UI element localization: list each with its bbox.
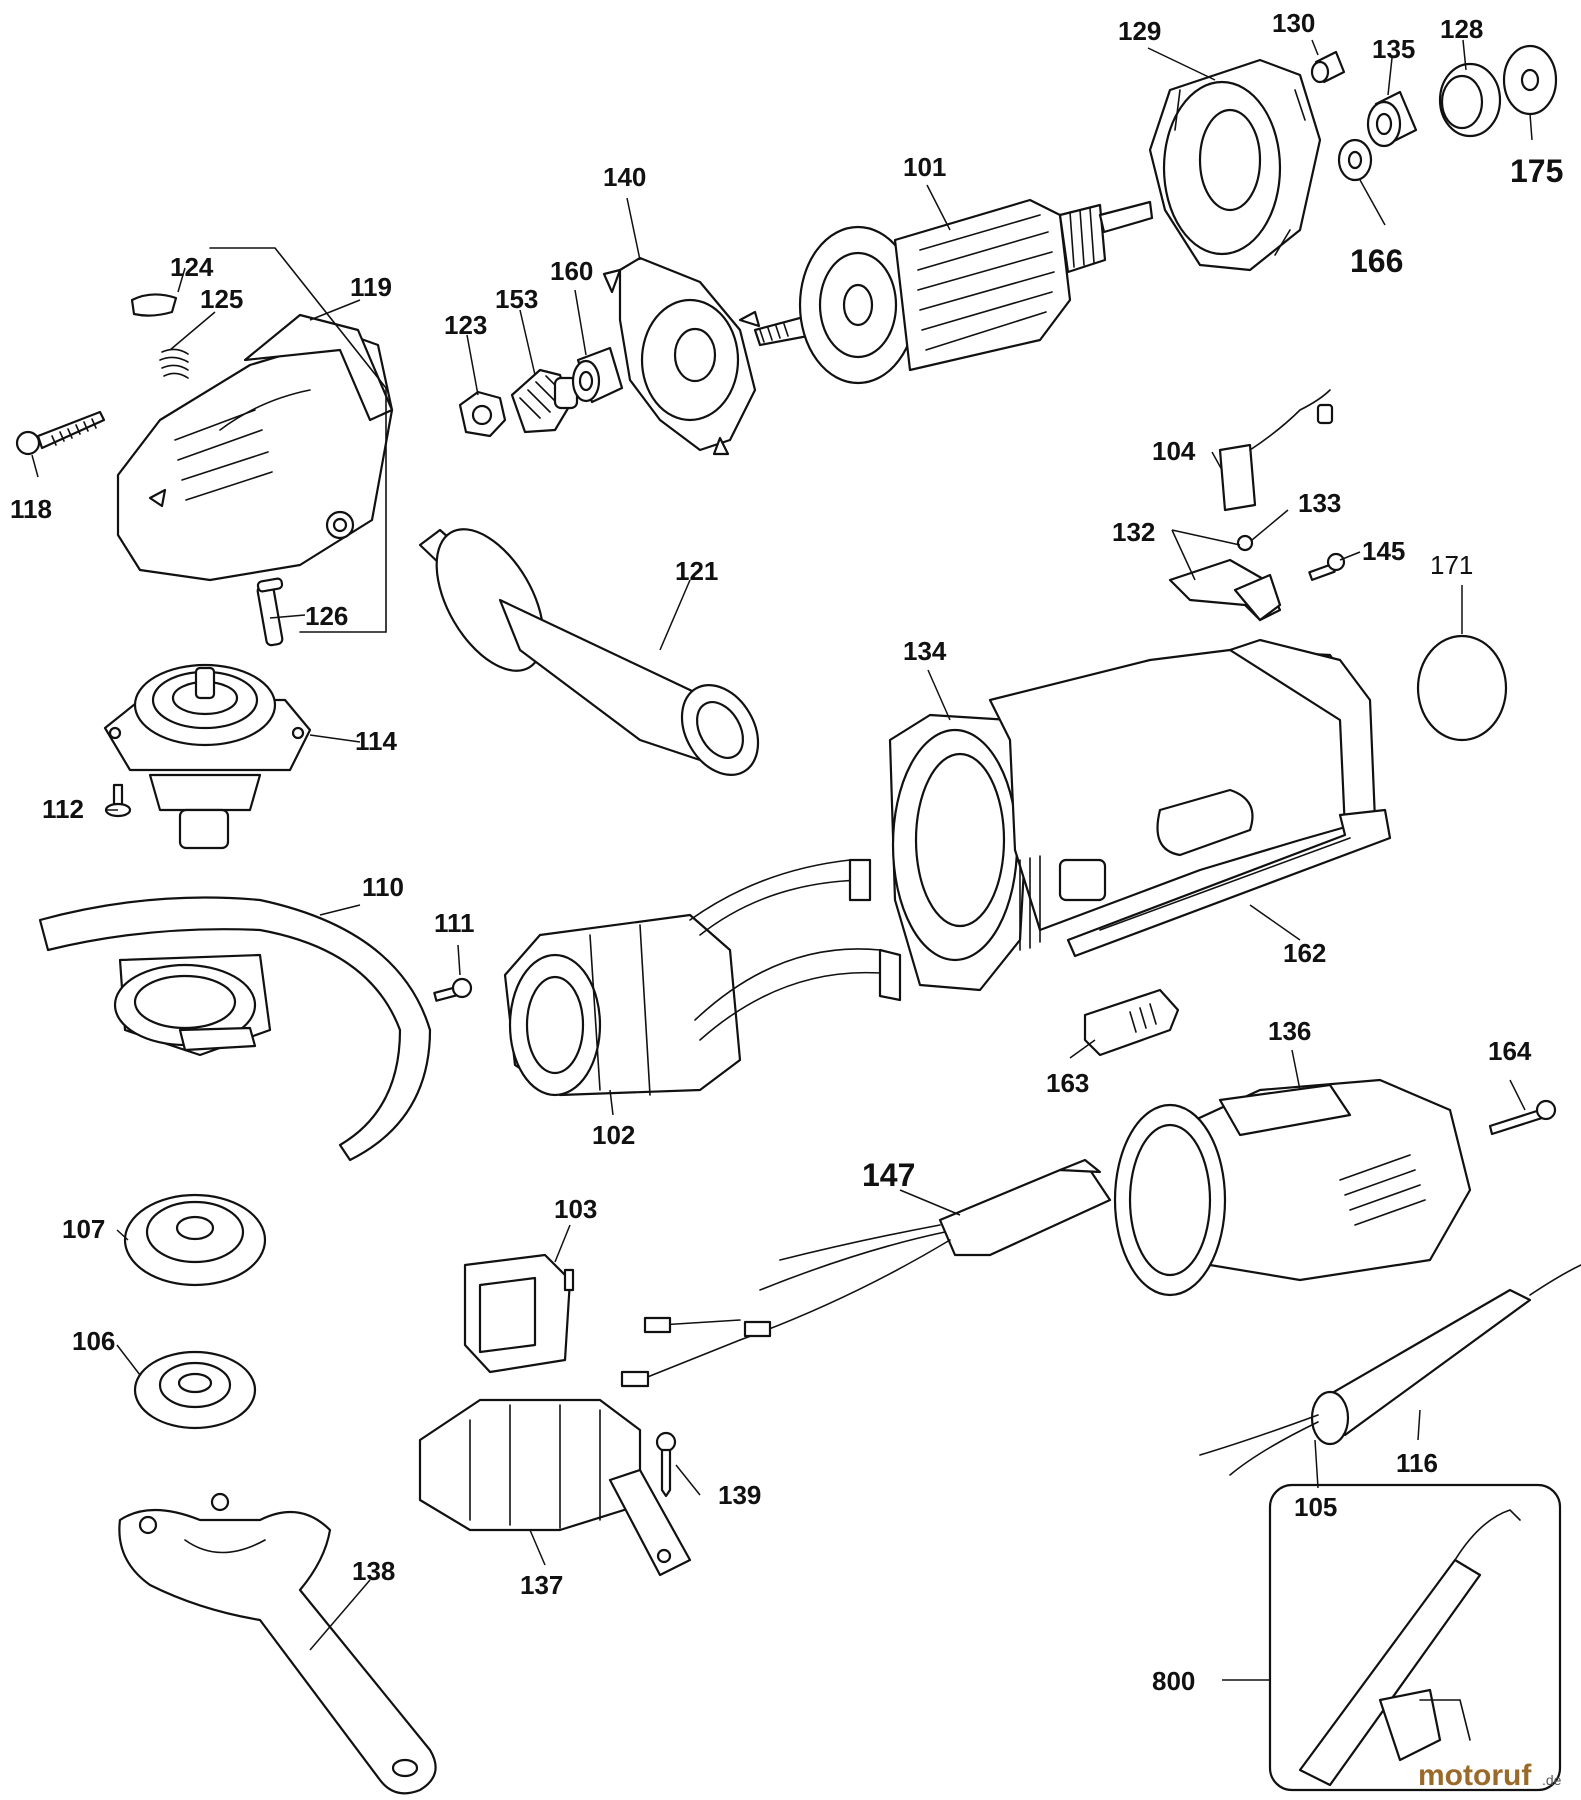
part-800-kit (1268, 1483, 1562, 1792)
part-110-wheel-guard (38, 896, 432, 1162)
part-105-cord-wires (1199, 1414, 1319, 1476)
label-132: 132 (1112, 517, 1155, 547)
part-104-carbon-brush (1218, 389, 1334, 512)
label-104: 104 (1152, 436, 1196, 466)
part-112-screw (104, 783, 132, 818)
part-136-rear-cover (1113, 1078, 1472, 1297)
part-123-nut (458, 390, 507, 438)
label-164: 164 (1488, 1036, 1532, 1066)
part-130-bushing (1310, 50, 1346, 84)
part-138-spanner-wrench (118, 1492, 437, 1795)
label-147: 147 (862, 1157, 915, 1193)
part-103-switch (463, 1253, 575, 1374)
watermark-brand: motoruf (1418, 1759, 1532, 1792)
label-110: 110 (362, 872, 404, 902)
part-147-switch-board (620, 1158, 1112, 1388)
label-130: 130 (1272, 8, 1315, 38)
label-129: 129 (1118, 16, 1161, 46)
label-103: 103 (554, 1194, 597, 1224)
label-137: 137 (520, 1570, 563, 1600)
label-153: 153 (495, 284, 538, 314)
part-132-brush-holder (1168, 558, 1282, 622)
label-126: 126 (305, 601, 348, 631)
part-166-washer (1337, 138, 1373, 182)
leader-lines (31, 39, 1533, 1681)
label-105: 105 (1294, 1492, 1337, 1522)
label-136: 136 (1268, 1016, 1311, 1046)
part-114-bearing-flange (103, 663, 312, 850)
label-121: 121 (675, 556, 718, 586)
part-107-outer-flange (123, 1193, 267, 1287)
part-160-bearing (571, 346, 624, 404)
label-107: 107 (62, 1214, 105, 1244)
part-140-baffle-plate (602, 256, 761, 456)
part-129-fan-housing (1148, 58, 1322, 272)
label-134: 134 (903, 636, 947, 666)
label-162: 162 (1283, 938, 1326, 968)
label-116: 116 (1396, 1448, 1438, 1478)
part-164-screw (1488, 1099, 1557, 1136)
label-166: 166 (1350, 243, 1403, 279)
label-171: 171 (1430, 550, 1473, 580)
part-106-inner-flange (133, 1350, 257, 1430)
label-111: 111 (434, 908, 475, 938)
label-138: 138 (352, 1556, 395, 1586)
label-123: 123 (444, 310, 487, 340)
label-119: 119 (350, 272, 392, 302)
label-133: 133 (1298, 488, 1341, 518)
part-175-washer (1502, 44, 1558, 116)
label-145: 145 (1362, 536, 1405, 566)
part-153-pinion-gear (510, 368, 579, 434)
label-118: 118 (10, 494, 52, 524)
label-124: 124 (170, 252, 214, 282)
part-101-armature (753, 198, 1154, 385)
part-162-lead-wire (1066, 808, 1392, 958)
part-102-field-coil (503, 858, 902, 1097)
label-128: 128 (1440, 14, 1483, 44)
part-163-switch-button (1083, 988, 1180, 1057)
label-139: 139 (718, 1480, 761, 1510)
label-160: 160 (550, 256, 593, 286)
watermark-logo: motoruf .de (1418, 1759, 1562, 1792)
label-800: 800 (1152, 1666, 1195, 1696)
part-171-o-ring (1416, 634, 1508, 742)
part-118-screw (15, 410, 106, 456)
part-128-bearing-ring (1438, 62, 1502, 138)
part-labels: 118 124 125 119 126 114 112 123 153 160 … (10, 8, 1563, 1696)
label-125: 125 (200, 284, 243, 314)
label-101: 101 (903, 152, 946, 182)
part-119-gear-housing (116, 247, 394, 633)
label-163: 163 (1046, 1068, 1089, 1098)
part-124-cap (130, 293, 178, 317)
label-135: 135 (1372, 34, 1415, 64)
part-145-screw (1308, 552, 1346, 581)
part-134-motor-housing (888, 638, 1377, 992)
watermark-tld: .de (1542, 1772, 1562, 1788)
part-139-screw (655, 1431, 677, 1498)
part-125-spring (159, 348, 189, 379)
label-175: 175 (1510, 153, 1563, 189)
part-116-power-cord (1310, 1264, 1581, 1446)
label-112: 112 (42, 794, 84, 824)
label-106: 106 (72, 1326, 115, 1356)
label-140: 140 (603, 162, 646, 192)
part-133-spring (1236, 534, 1254, 552)
part-111-screw (433, 977, 473, 1002)
part-121-side-handle (418, 528, 760, 777)
label-102: 102 (592, 1120, 635, 1150)
label-114: 114 (355, 726, 397, 756)
part-137-switch-housing (418, 1398, 692, 1577)
part-135-ball-bearing (1366, 90, 1418, 148)
part-126-pin (256, 577, 284, 647)
